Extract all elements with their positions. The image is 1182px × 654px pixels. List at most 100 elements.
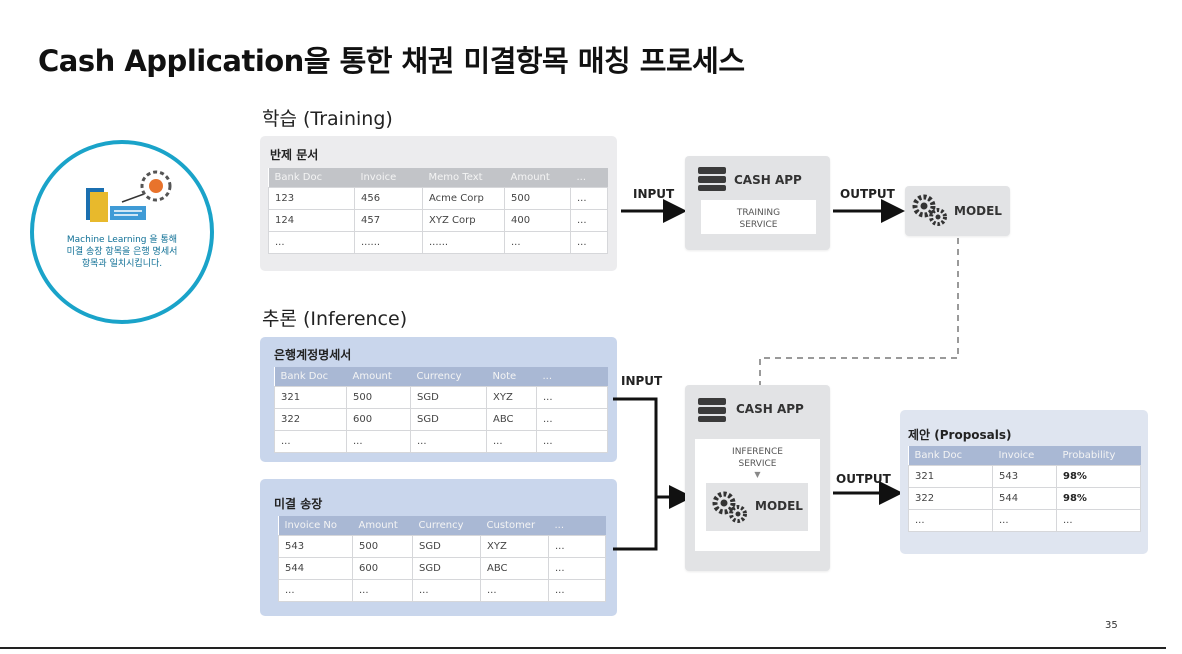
down-arrow-icon: ▼ — [754, 470, 761, 479]
documents-gear-icon — [86, 170, 172, 222]
callout-text: Machine Learning 을 통해 미결 송장 항목을 은행 명세서 항… — [38, 234, 206, 270]
inference-output-label: OUTPUT — [836, 472, 891, 486]
column-header: Invoice — [354, 168, 423, 188]
table-cell: ... — [412, 579, 481, 602]
bank-table-title: 은행계정명세서 — [274, 348, 352, 362]
table-cell: 98% — [1056, 465, 1141, 488]
column-header: Amount — [346, 367, 411, 387]
table-cell: ...... — [354, 231, 423, 254]
open-invoice-panel: 미결 송장 Invoice No Amount Currency Custome… — [260, 479, 617, 616]
page-number: 35 — [1105, 620, 1118, 631]
inference-section-label: 추론 (Inference) — [262, 308, 408, 330]
proposals-panel: 제안 (Proposals) Bank Doc Invoice Probabil… — [900, 410, 1148, 554]
proposals-table-title: 제안 (Proposals) — [908, 428, 1012, 442]
column-header: Bank Doc — [274, 367, 347, 387]
table-cell: ... — [268, 231, 355, 254]
training-input-label: INPUT — [633, 187, 675, 201]
bottom-rule — [0, 647, 1166, 649]
proposals-table: Bank Doc Invoice Probability 321 543 98%… — [908, 446, 1141, 532]
gears-icon — [912, 194, 947, 226]
table-cell: ... — [1056, 509, 1141, 532]
column-header: Note — [486, 367, 537, 387]
callout-text-line2: 미결 송장 항목을 은행 명세서 — [66, 247, 178, 257]
training-service-box: TRAINING SERVICE — [701, 200, 816, 234]
bank-input-connector — [613, 397, 658, 497]
gears-icon — [712, 491, 747, 523]
table-cell: ... — [548, 579, 606, 602]
server-icon — [698, 398, 726, 422]
table-header-row: Bank Doc Amount Currency Note ... — [274, 367, 608, 387]
training-panel: 반제 문서 Bank Doc Invoice Memo Text Amount … — [260, 136, 617, 271]
table-cell: 321 — [908, 465, 993, 488]
table-row: ... ...... ...... ... ... — [268, 231, 608, 254]
column-header: ... — [548, 516, 606, 536]
bank-statement-table: Bank Doc Amount Currency Note ... 321 50… — [274, 367, 608, 453]
table-header-row: Bank Doc Invoice Memo Text Amount ... — [268, 168, 608, 188]
table-row: ... ... ... — [908, 509, 1141, 532]
training-table: Bank Doc Invoice Memo Text Amount ... 12… — [268, 168, 608, 254]
table-row: 322 600 SGD ABC ... — [274, 408, 608, 431]
table-row: 123 456 Acme Corp 500 ... — [268, 187, 608, 210]
page-title: Cash Application을 통한 채권 미결항목 매칭 프로세스 — [38, 44, 745, 78]
table-cell: 322 — [908, 487, 993, 510]
inference-service-box: INFERENCE SERVICE ▼ MODEL — [695, 439, 820, 551]
table-row: 544 600 SGD ABC ... — [278, 557, 606, 580]
column-header: Bank Doc — [908, 446, 993, 466]
column-header: Probability — [1056, 446, 1141, 466]
invoice-input-connector — [613, 497, 658, 551]
table-row: ... ... ... ... ... — [278, 579, 606, 602]
column-header: Bank Doc — [268, 168, 355, 188]
table-row: 321 500 SGD XYZ ... — [274, 386, 608, 409]
training-table-title: 반제 문서 — [270, 148, 319, 162]
column-header: Amount — [504, 168, 571, 188]
table-row: 124 457 XYZ Corp 400 ... — [268, 209, 608, 232]
callout-circle — [30, 140, 214, 324]
invoice-table-title: 미결 송장 — [274, 497, 323, 511]
column-header: Invoice — [992, 446, 1057, 466]
inference-model-box: MODEL — [706, 483, 808, 531]
table-row: ... ... ... ... ... — [274, 430, 608, 453]
table-cell: ... — [992, 509, 1057, 532]
callout-text-line3: 항목과 일치시킵니다. — [81, 259, 163, 269]
table-cell: 543 — [992, 465, 1057, 488]
table-cell: ... — [486, 430, 537, 453]
table-cell: ... — [908, 509, 993, 532]
open-invoice-table: Invoice No Amount Currency Customer ... … — [278, 516, 606, 602]
table-row: 322 544 98% — [908, 487, 1141, 510]
table-header-row: Invoice No Amount Currency Customer ... — [278, 516, 606, 536]
column-header: ... — [536, 367, 608, 387]
table-cell: ... — [480, 579, 549, 602]
table-cell: 544 — [992, 487, 1057, 510]
server-icon — [698, 167, 726, 191]
inference-service-line1: INFERENCE — [732, 447, 783, 457]
bank-statement-panel: 은행계정명세서 Bank Doc Amount Currency Note ..… — [260, 337, 617, 462]
table-cell: ... — [570, 231, 608, 254]
callout-text-line1: Machine Learning 을 통해 — [66, 235, 178, 245]
column-header: Currency — [412, 516, 481, 536]
column-header: Customer — [480, 516, 549, 536]
column-header: Currency — [410, 367, 487, 387]
table-row: 321 543 98% — [908, 465, 1141, 488]
column-header: ... — [570, 168, 608, 188]
trained-model-label: MODEL — [954, 204, 1002, 218]
inference-input-label: INPUT — [621, 374, 663, 388]
trained-model-box: MODEL — [905, 186, 1010, 236]
training-service-line1: TRAINING — [736, 208, 781, 218]
inference-model-label: MODEL — [755, 499, 803, 513]
inference-cash-app-box: CASH APP INFERENCE SERVICE ▼ MODEL — [685, 385, 830, 571]
column-header: Amount — [352, 516, 413, 536]
table-cell: 98% — [1056, 487, 1141, 510]
training-service-line2: SERVICE — [739, 220, 778, 230]
table-header-row: Bank Doc Invoice Probability — [908, 446, 1141, 466]
training-section-label: 학습 (Training) — [262, 108, 393, 130]
table-cell: ... — [536, 430, 608, 453]
inference-cash-app-label: CASH APP — [736, 402, 804, 416]
column-header: Memo Text — [422, 168, 505, 188]
training-cash-app-box: CASH APP TRAINING SERVICE — [685, 156, 830, 250]
column-header: Invoice No — [278, 516, 353, 536]
inference-service-line2: SERVICE — [738, 459, 777, 469]
training-cash-app-label: CASH APP — [734, 173, 802, 187]
table-cell: ... — [352, 579, 413, 602]
training-output-label: OUTPUT — [840, 187, 895, 201]
